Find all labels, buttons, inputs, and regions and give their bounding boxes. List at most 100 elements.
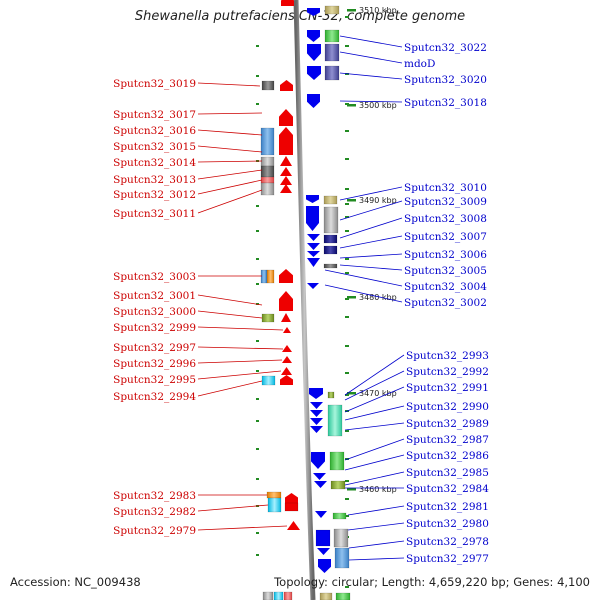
forward-gene-arrow (287, 521, 300, 530)
minor-tick (256, 230, 259, 232)
reverse-leader-line (347, 522, 405, 531)
minor-tick (345, 515, 349, 517)
reverse-leader-line (339, 35, 403, 48)
minor-tick (256, 340, 259, 342)
reverse-leader-line (348, 540, 405, 549)
forward-gene-label: Sputcn32_3016 (113, 125, 196, 137)
forward-gene-label: Sputcn32_2982 (113, 506, 196, 518)
reverse-gene-label: Sputcn32_2992 (406, 366, 489, 378)
reverse-leader-line (339, 186, 403, 201)
minor-tick (256, 448, 259, 450)
forward-gene-label: Sputcn32_3001 (113, 290, 196, 302)
gene-block (324, 65, 340, 81)
forward-gene-arrow (285, 493, 298, 503)
reverse-leader-line (344, 438, 405, 461)
gene-block (266, 491, 282, 499)
reverse-gene-arrow (318, 559, 331, 573)
reverse-gene-arrow (309, 388, 323, 399)
minor-tick (345, 394, 349, 396)
minor-tick (345, 130, 349, 132)
reverse-gene-arrow (307, 234, 320, 241)
forward-gene-label: Sputcn32_3015 (113, 141, 196, 153)
reverse-leader-line (339, 72, 403, 80)
gene-block (261, 375, 276, 386)
gene-block (260, 156, 275, 167)
forward-leader-line (197, 380, 263, 397)
gene-block (323, 234, 338, 244)
reverse-leader-line (344, 471, 405, 486)
reverse-gene-arrow (307, 283, 319, 289)
reverse-leader-line (339, 217, 403, 239)
forward-gene-label: Sputcn32_2994 (113, 391, 196, 403)
gene-block (324, 5, 340, 15)
reverse-gene-label: Sputcn32_3006 (404, 249, 487, 261)
reverse-leader-line (324, 284, 403, 303)
forward-gene-label: Sputcn32_2983 (113, 490, 196, 502)
reverse-leader-line (339, 200, 403, 221)
reverse-leader-line (344, 354, 405, 396)
gene-block (327, 404, 343, 437)
reverse-leader-line (344, 422, 405, 431)
gene-block (334, 547, 350, 569)
forward-leader-line (197, 82, 261, 87)
gene-block (267, 497, 282, 513)
gene-block (283, 591, 293, 600)
reverse-gene-label: Sputcn32_3010 (404, 182, 487, 194)
reverse-leader-line (339, 51, 403, 64)
reverse-gene-arrow (310, 426, 323, 433)
forward-gene-label: Sputcn32_2995 (113, 374, 196, 386)
forward-leader-line (197, 370, 282, 380)
minor-tick (345, 45, 349, 47)
reverse-gene-arrow (311, 452, 325, 469)
genome-backbone (293, 0, 316, 600)
reverse-leader-line (344, 386, 405, 413)
forward-gene-arrow (281, 313, 291, 322)
forward-gene-arrow (280, 167, 292, 176)
reverse-gene-label: Sputcn32_3004 (404, 281, 487, 293)
minor-tick (256, 370, 259, 372)
minor-tick (345, 586, 349, 588)
forward-gene-arrow (279, 109, 293, 126)
forward-leader-line (197, 294, 263, 306)
forward-gene-arrow (280, 156, 292, 166)
minor-tick (345, 498, 349, 500)
reverse-gene-label: Sputcn32_2990 (406, 401, 489, 413)
gene-block (323, 206, 339, 234)
minor-tick (256, 398, 259, 400)
reverse-gene-label: Sputcn32_2991 (406, 382, 489, 394)
minor-tick (256, 532, 259, 534)
gene-block (260, 127, 275, 156)
forward-leader-line (197, 346, 284, 350)
forward-leader-line (197, 525, 288, 531)
gene-block (262, 591, 274, 600)
forward-leader-line (197, 310, 263, 319)
kbp-tick (347, 488, 356, 491)
forward-gene-arrow (281, 367, 292, 375)
reverse-gene-label: Sputcn32_3020 (404, 74, 487, 86)
gene-block (332, 512, 347, 520)
reverse-gene-label: mdoD (404, 58, 435, 70)
forward-leader-line (197, 169, 263, 180)
forward-gene-arrow (279, 127, 293, 155)
minor-tick (256, 478, 259, 480)
gene-block (323, 195, 338, 205)
gene-block (329, 451, 345, 471)
kbp-tick-label: 3460 kbp (359, 485, 397, 494)
reverse-gene-arrow (313, 473, 326, 480)
forward-leader-line (197, 145, 263, 153)
gene-block (335, 592, 351, 600)
reverse-gene-label: Sputcn32_2980 (406, 518, 489, 530)
forward-gene-label: Sputcn32_3017 (113, 109, 196, 121)
reverse-gene-arrow (307, 8, 320, 16)
kbp-tick (347, 104, 356, 107)
reverse-gene-label: Sputcn32_2986 (406, 450, 489, 462)
kbp-tick (347, 199, 356, 202)
gene-block (323, 263, 338, 269)
minor-tick (256, 205, 259, 207)
reverse-gene-arrow (310, 402, 323, 409)
minor-tick (345, 216, 349, 218)
minor-tick (345, 316, 349, 318)
reverse-gene-label: Sputcn32_3009 (404, 196, 487, 208)
reverse-gene-label: Sputcn32_2981 (406, 501, 489, 513)
